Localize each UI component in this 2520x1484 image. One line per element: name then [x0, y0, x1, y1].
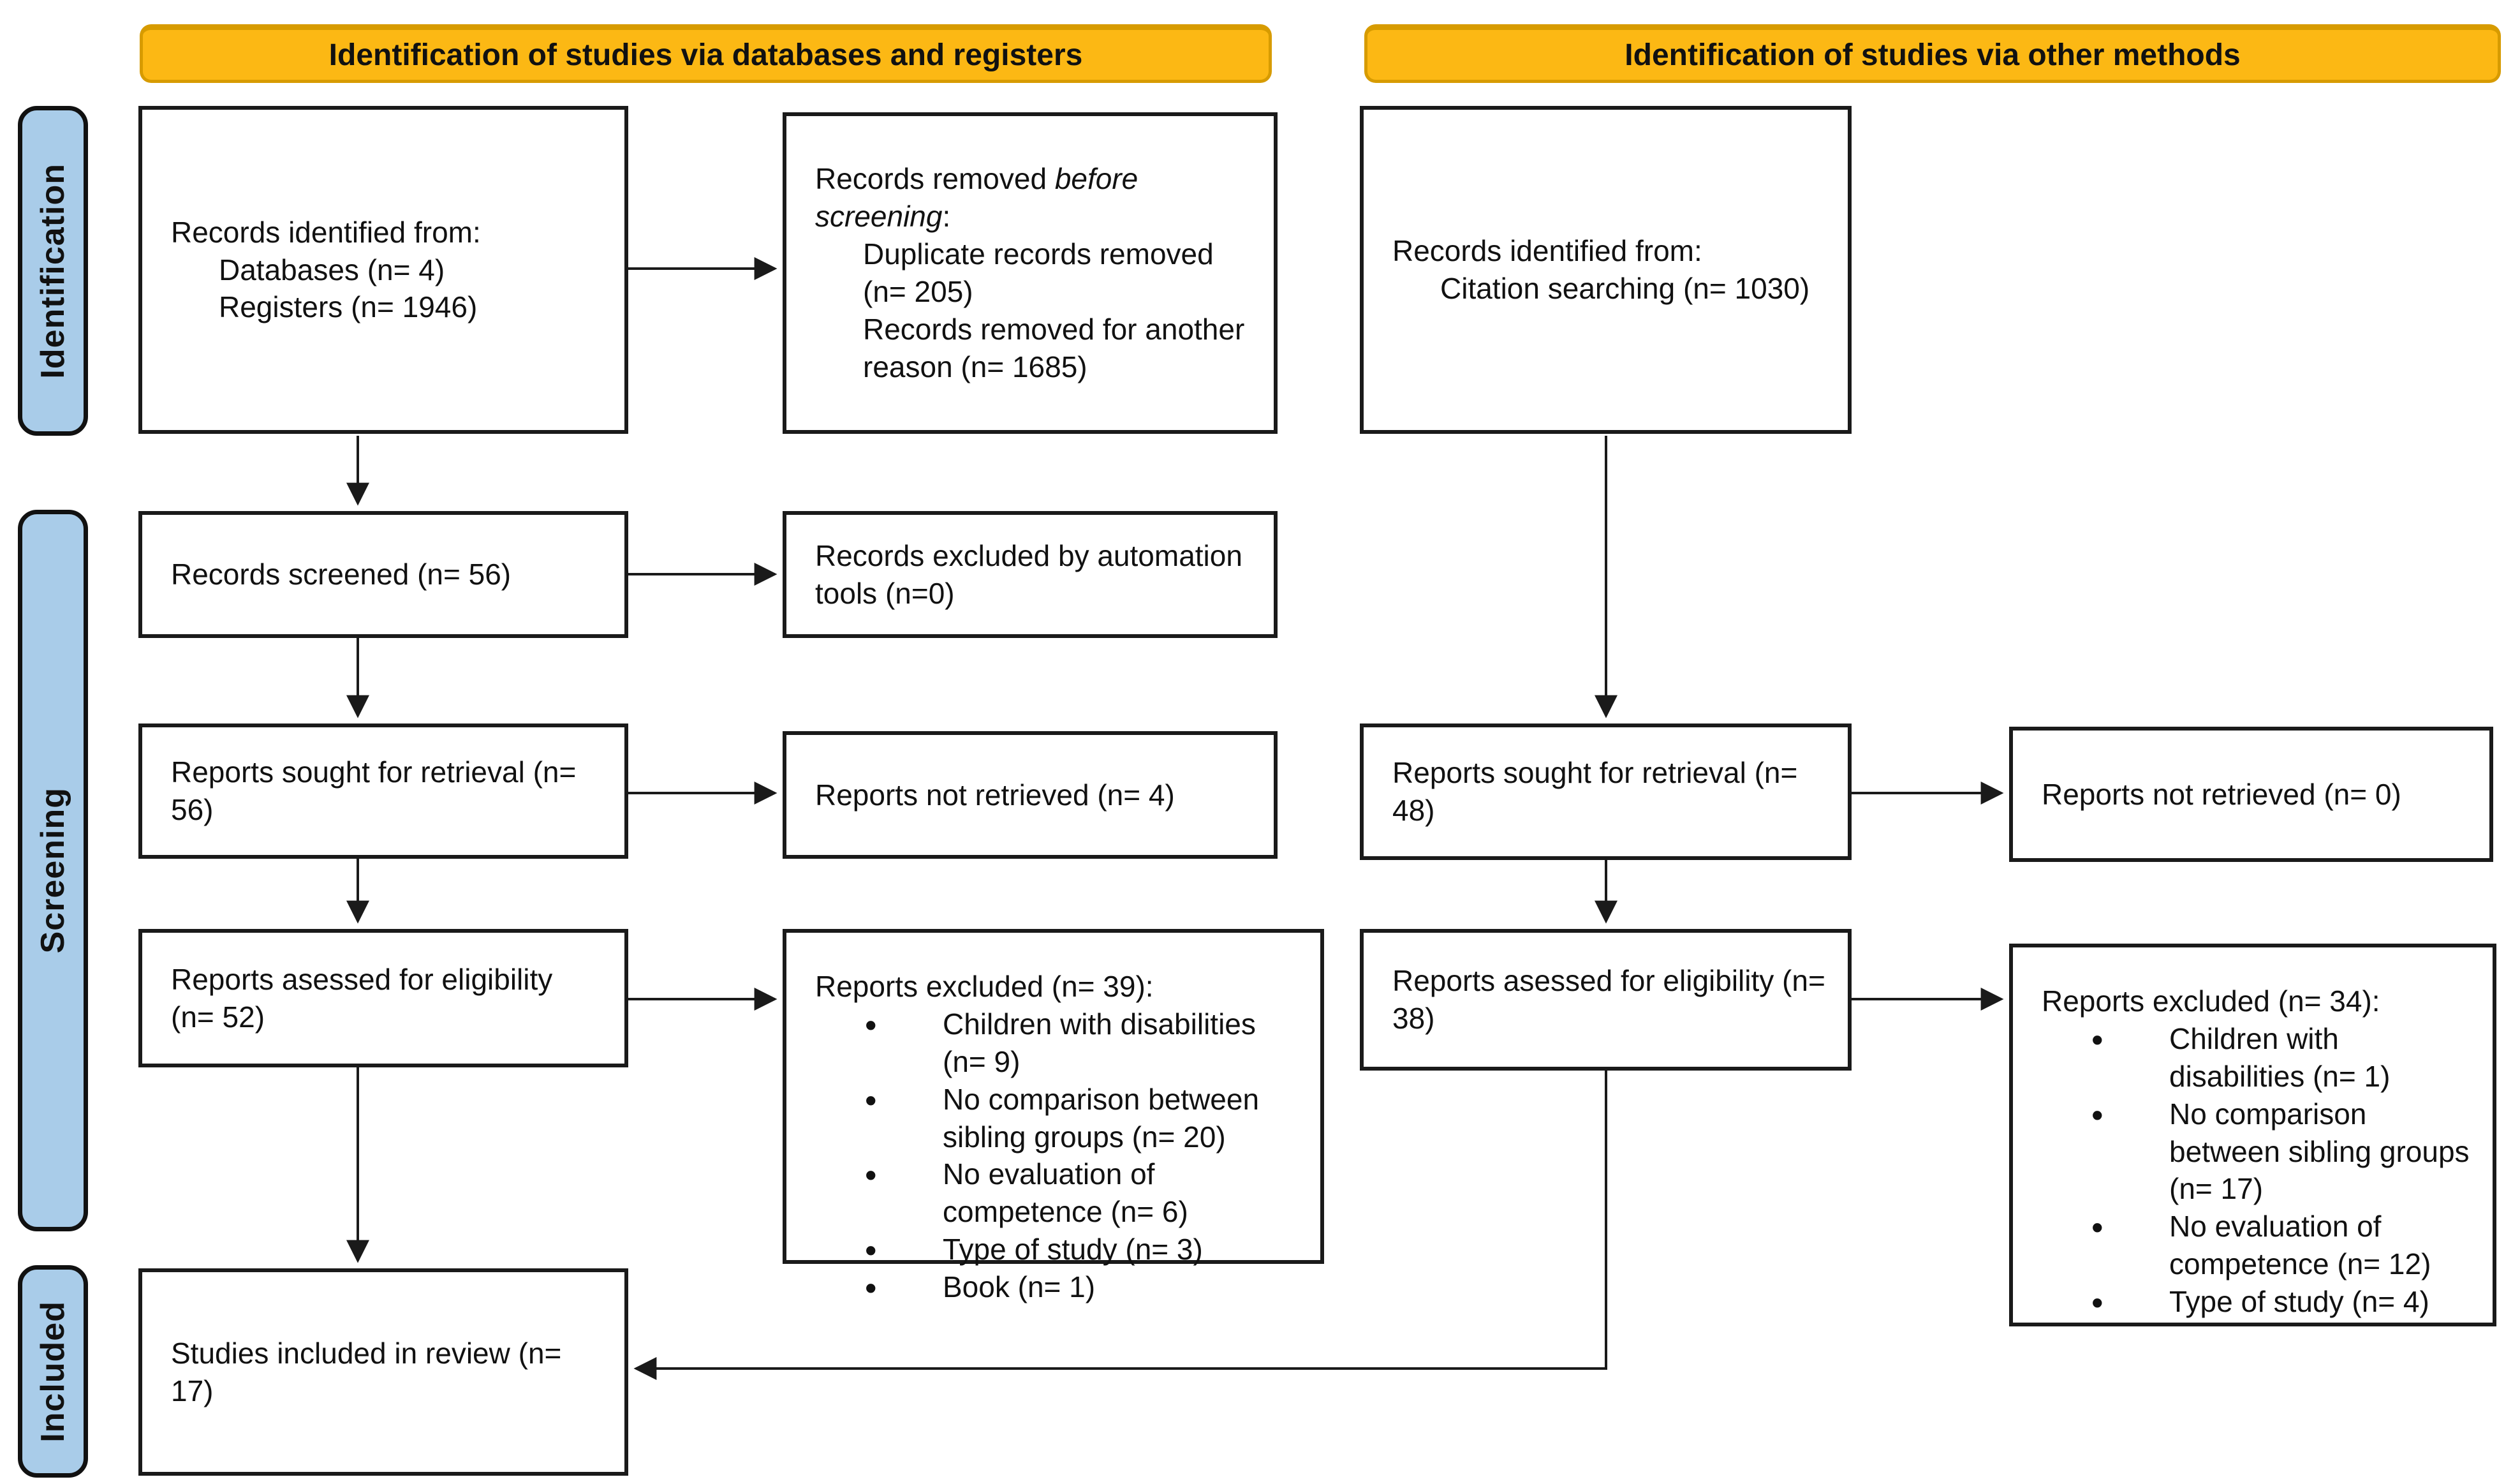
box-records-identified-databases: Records identified from: Databases (n= 4…	[138, 106, 628, 434]
box-line: Citation searching (n= 1030)	[1440, 272, 1810, 305]
box-text: Records excluded by automation tools (n=…	[815, 538, 1242, 610]
header-databases-registers: Identification of studies via databases …	[140, 24, 1272, 83]
box-records-removed-before-screening: Records removed before screening: Duplic…	[783, 112, 1278, 434]
box-text: Reports asessed for eligibility (n= 52)	[171, 962, 553, 1034]
box-records-excluded-automation: Records excluded by automation tools (n=…	[783, 511, 1278, 638]
header-other-methods: Identification of studies via other meth…	[1364, 24, 2501, 83]
box-line: Records removed for another reason (n= 1…	[863, 312, 1245, 383]
box-text: Reports sought for retrieval (n= 56)	[171, 755, 577, 826]
box-text: Reports sought for retrieval (n= 48)	[1392, 756, 1798, 827]
box-records-identified-citation: Records identified from: Citation search…	[1360, 106, 1852, 434]
stage-included-label: Included	[34, 1300, 71, 1443]
box-title: Reports excluded (n= 34):	[2042, 984, 2380, 1018]
header-databases-registers-label: Identification of studies via databases …	[328, 38, 1083, 72]
stage-identification: Identification	[18, 106, 88, 436]
box-reports-excluded-databases: Reports excluded (n= 39): Children with …	[783, 929, 1324, 1310]
list-item: No comparison between sibling groups (n=…	[2042, 1094, 2470, 1208]
box-title: Records identified from:	[1392, 234, 1702, 268]
stage-included: Included	[18, 1265, 88, 1478]
list-item: Type of study (n= 4)	[2042, 1282, 2470, 1325]
stage-screening: Screening	[18, 510, 88, 1231]
box-title-emphasis: before screening	[815, 162, 1138, 234]
box-line: Duplicate records removed (n= 205)	[863, 237, 1214, 308]
box-studies-included: Studies included in review (n= 17)	[138, 1268, 628, 1476]
box-reports-not-retrieved-databases: Reports not retrieved (n= 4)	[783, 731, 1278, 859]
header-other-methods-label: Identification of studies via other meth…	[1625, 38, 2241, 72]
box-text: Reports not retrieved (n= 0)	[2042, 777, 2401, 811]
box-reports-not-retrieved-other: Reports not retrieved (n= 0)	[2009, 727, 2493, 862]
box-text: Reports asessed for eligibility (n= 38)	[1392, 964, 1825, 1035]
list-item: Type of study (n= 3)	[815, 1229, 1298, 1273]
box-reports-sought-databases: Reports sought for retrieval (n= 56)	[138, 723, 628, 859]
box-title-suffix: :	[942, 200, 951, 234]
box-title: Records removed before screening:	[815, 160, 1251, 235]
list-item: Book (n= 1)	[815, 1267, 1298, 1310]
box-line: Registers (n= 1946)	[219, 290, 478, 324]
box-records-screened: Records screened (n= 56)	[138, 511, 628, 638]
box-text: Studies included in review (n= 17)	[171, 1336, 562, 1407]
stage-screening-label: Screening	[34, 787, 71, 954]
box-reports-excluded-other: Reports excluded (n= 34): Children with …	[2009, 944, 2496, 1326]
list-item: Children with disabilities (n= 1)	[2042, 1019, 2470, 1095]
list-item: No evaluation of competence (n= 12)	[2042, 1206, 2470, 1283]
list-item: No evaluation of competence (n= 6)	[815, 1154, 1298, 1231]
box-title: Records identified from:	[171, 215, 481, 249]
box-text: Records screened (n= 56)	[171, 558, 512, 591]
box-title-prefix: Records removed	[815, 162, 1055, 196]
box-title: Reports excluded (n= 39):	[815, 970, 1154, 1003]
exclusion-reasons-list: Children with disabilities (n= 1) No com…	[2042, 1019, 2470, 1325]
list-item: No comparison between sibling groups (n=…	[815, 1080, 1298, 1156]
box-reports-sought-other: Reports sought for retrieval (n= 48)	[1360, 723, 1852, 860]
box-text: Reports not retrieved (n= 4)	[815, 778, 1175, 812]
box-line: Databases (n= 4)	[219, 253, 445, 286]
stage-identification-label: Identification	[34, 163, 71, 379]
exclusion-reasons-list: Children with disabilities (n= 9) No com…	[815, 1004, 1298, 1310]
box-reports-assessed-databases: Reports asessed for eligibility (n= 52)	[138, 929, 628, 1067]
list-item: Children with disabilities (n= 9)	[815, 1004, 1298, 1081]
box-reports-assessed-other: Reports asessed for eligibility (n= 38)	[1360, 929, 1852, 1071]
